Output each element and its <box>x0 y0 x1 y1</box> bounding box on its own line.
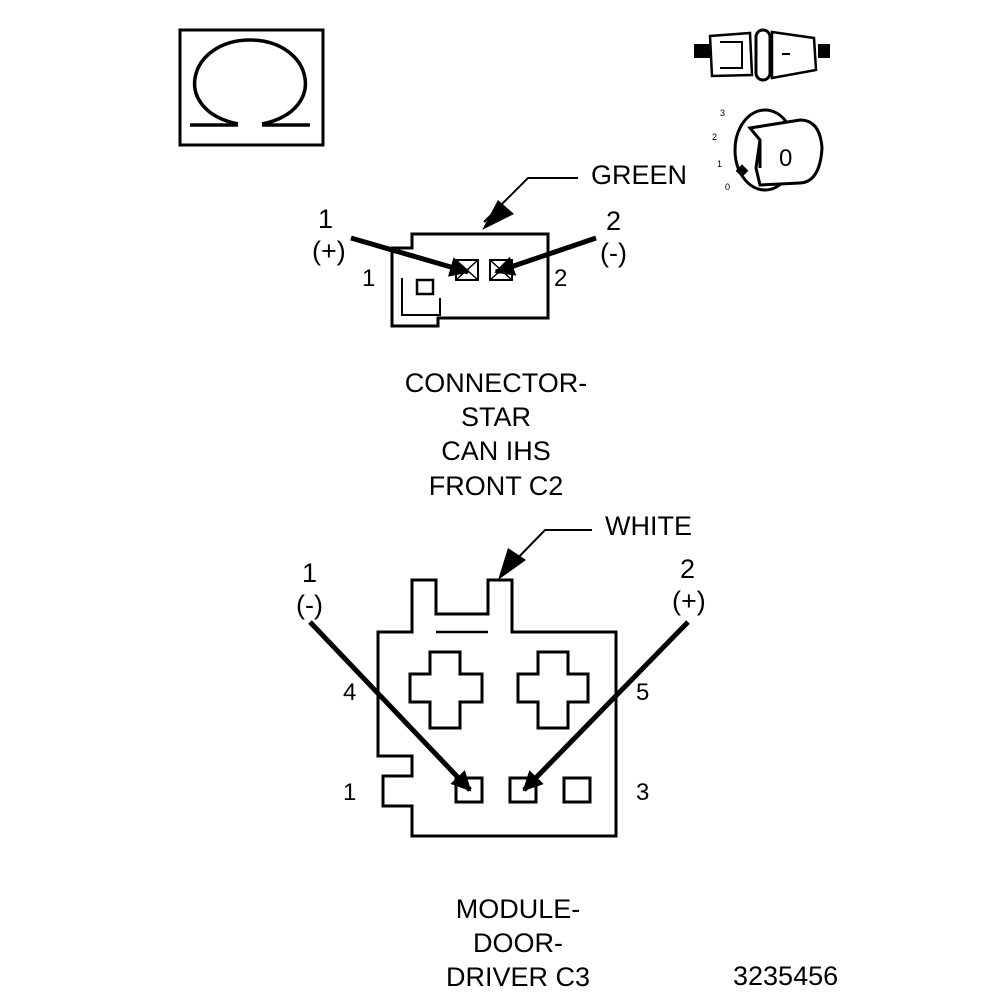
c3-cavity-1-label: 1 <box>343 779 356 806</box>
ohmmeter-icon: Ω <box>0 0 325 147</box>
c3-pin1-arrow <box>308 620 472 792</box>
c3-color-label: WHITE <box>605 511 692 541</box>
c2-pin2-number: 2 <box>606 206 621 236</box>
connector-c2: GREEN 1 (+) 2 (-) 1 2 CONNECTOR- STAR CA… <box>312 160 687 501</box>
c3-pin2-arrow <box>522 620 690 792</box>
c2-pin1-arrow <box>350 235 470 277</box>
c3-title-line-2: DOOR- <box>473 928 563 958</box>
c2-pin1-polarity: (+) <box>312 236 346 266</box>
ignition-position-0: 0 <box>725 182 730 192</box>
c3-latch-right <box>516 650 590 730</box>
c3-cavity-5-label: 5 <box>636 679 649 706</box>
connector-c3: WHITE 1 (-) 2 (+) 4 5 1 3 MODULE- DOOR- … <box>296 511 706 992</box>
c2-title-line-1: CONNECTOR- <box>405 368 588 398</box>
c3-latch-left <box>408 650 484 730</box>
c3-pin2-number: 2 <box>680 554 695 584</box>
c3-cavity-3-label: 3 <box>636 779 649 806</box>
c3-title-line-3: DRIVER C3 <box>446 962 590 992</box>
c2-cavity-2-label: 2 <box>554 265 567 292</box>
c2-cavity-1-label: 1 <box>362 265 375 292</box>
c3-pin1-number: 1 <box>302 558 317 588</box>
ignition-position-2: 2 <box>712 132 717 142</box>
figure-number: 3235456 <box>733 961 838 991</box>
c3-cavity-4-label: 4 <box>343 679 356 706</box>
c3-pin1-polarity: (-) <box>296 590 323 620</box>
ignition-key-label: 0 <box>779 145 792 172</box>
ignition-off-icon: 3 2 1 0 0 <box>712 108 824 192</box>
ohm-symbol: Ω <box>0 0 1 1</box>
c2-title-line-3: CAN IHS <box>441 436 551 466</box>
ignition-position-1: 1 <box>717 159 722 169</box>
c2-pin1-number: 1 <box>318 204 333 234</box>
ignition-position-3: 3 <box>720 108 725 118</box>
c3-title-line-1: MODULE- <box>456 894 581 924</box>
c3-pin2-polarity: (+) <box>672 586 706 616</box>
c3-cavity-3 <box>562 776 592 804</box>
c2-color-label: GREEN <box>591 160 687 190</box>
c2-title-line-4: FRONT C2 <box>429 471 564 501</box>
c2-title-line-2: STAR <box>461 402 531 432</box>
disconnect-connector-icon <box>694 28 830 82</box>
c2-pin2-polarity: (-) <box>600 238 627 268</box>
c2-pin2-arrow <box>494 235 597 276</box>
